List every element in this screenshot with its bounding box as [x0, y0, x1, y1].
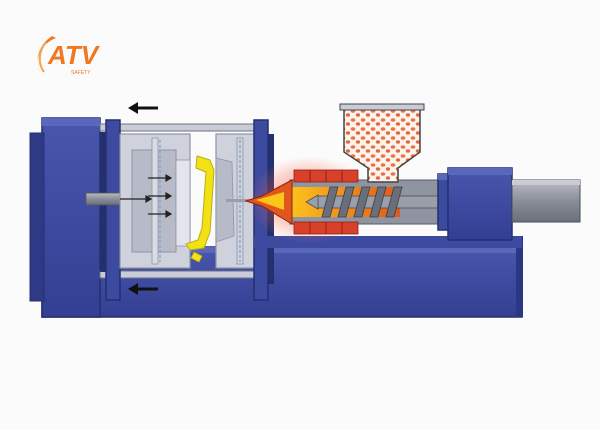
clamping-unit	[29, 117, 269, 318]
mold	[119, 133, 262, 269]
arrow-left-icon	[128, 102, 138, 114]
tie-bar-bottom	[99, 270, 269, 279]
screw	[305, 186, 449, 218]
logo-swoosh-icon	[37, 36, 56, 72]
logo-tagline: SAFETY	[71, 70, 91, 76]
hopper	[339, 103, 425, 183]
tie-bar-top	[99, 123, 269, 132]
mold-opening-arrow-bottom	[128, 283, 158, 295]
mold-opening-arrow-top	[128, 102, 158, 114]
hydraulic-cylinder	[511, 179, 581, 223]
arrow-left-icon	[128, 283, 138, 295]
atv-logo: ATV SAFETY	[37, 36, 101, 76]
ejector-pins	[120, 173, 173, 219]
moving-platen	[105, 119, 121, 301]
rear-platen	[41, 117, 101, 318]
sprue-piece	[190, 251, 203, 263]
plastic-pellets	[348, 114, 416, 150]
heater-bands	[293, 169, 359, 235]
molded-part	[185, 155, 215, 251]
logo-brand: ATV	[47, 40, 101, 70]
